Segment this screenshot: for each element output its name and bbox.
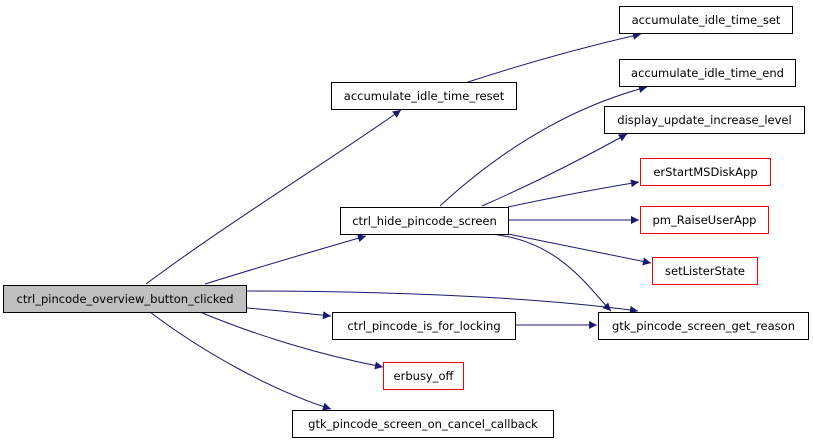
- node-gtk-reason[interactable]: gtk_pincode_screen_get_reason: [598, 312, 809, 340]
- node-disp[interactable]: display_update_increase_level: [604, 106, 805, 134]
- edge-ctrl_hide-to-gtk_reason: [489, 233, 612, 312]
- edge-ctrl_hide-to-acc_end: [439, 85, 648, 207]
- node-box[interactable]: [292, 410, 554, 438]
- node-label: ctrl_pincode_is_for_locking: [347, 319, 500, 333]
- node-erbusy[interactable]: erbusy_off: [383, 362, 464, 390]
- node-ctrl-hide[interactable]: ctrl_hide_pincode_screen: [340, 207, 509, 235]
- edge-root-to-is_locking: [245, 307, 332, 320]
- node-label: ctrl_hide_pincode_screen: [352, 214, 497, 228]
- node-box[interactable]: [3, 285, 247, 313]
- node-erstart[interactable]: erStartMSDiskApp: [640, 158, 771, 186]
- node-label: gtk_pincode_screen_get_reason: [612, 319, 795, 333]
- node-box[interactable]: [619, 59, 796, 87]
- node-setlister[interactable]: setListerState: [652, 257, 758, 285]
- node-box[interactable]: [331, 82, 517, 110]
- node-acc-reset[interactable]: accumulate_idle_time_reset: [331, 82, 517, 110]
- node-label: accumulate_idle_time_reset: [344, 89, 505, 103]
- node-acc-set[interactable]: accumulate_idle_time_set: [619, 6, 793, 34]
- node-acc-end[interactable]: accumulate_idle_time_end: [619, 59, 796, 87]
- node-label: erStartMSDiskApp: [653, 165, 757, 179]
- node-box[interactable]: [383, 362, 464, 390]
- edge-ctrl_hide-to-setlister: [507, 233, 652, 266]
- node-root[interactable]: ctrl_pincode_overview_button_clicked: [3, 285, 247, 313]
- node-label: setListerState: [665, 264, 745, 278]
- edge-root-to-gtk_cancel: [149, 311, 332, 411]
- node-box[interactable]: [340, 207, 509, 235]
- node-label: display_update_increase_level: [617, 113, 791, 127]
- node-label: accumulate_idle_time_end: [631, 66, 784, 80]
- node-box[interactable]: [640, 158, 771, 186]
- node-box[interactable]: [604, 106, 805, 134]
- node-label: ctrl_pincode_overview_button_clicked: [17, 292, 234, 306]
- edge-root-to-acc_reset: [145, 109, 402, 285]
- node-label: accumulate_idle_time_set: [632, 13, 781, 27]
- node-pm-raise[interactable]: pm_RaiseUserApp: [640, 206, 769, 234]
- node-box[interactable]: [332, 312, 516, 340]
- edge-root-to-erbusy: [199, 311, 384, 370]
- node-box[interactable]: [640, 206, 769, 234]
- edge-root-to-ctrl_hide: [204, 234, 367, 285]
- edge-ctrl_hide-to-erstart: [507, 179, 640, 208]
- nodes-layer: ctrl_pincode_overview_button_clicked accu…: [3, 6, 809, 438]
- edge-root-to-gtk_reason: [245, 290, 639, 314]
- node-label: erbusy_off: [394, 369, 455, 383]
- node-box[interactable]: [598, 312, 809, 340]
- edges-layer: [145, 31, 652, 411]
- node-label: gtk_pincode_screen_on_cancel_callback: [308, 417, 538, 431]
- node-box[interactable]: [619, 6, 793, 34]
- node-label: pm_RaiseUserApp: [653, 213, 757, 227]
- node-gtk-cancel[interactable]: gtk_pincode_screen_on_cancel_callback: [292, 410, 554, 438]
- edge-ctrl_hide-to-disp: [481, 133, 628, 207]
- node-box[interactable]: [652, 257, 758, 285]
- edge-acc_reset-to-acc_set: [467, 31, 642, 83]
- node-is-locking[interactable]: ctrl_pincode_is_for_locking: [332, 312, 516, 340]
